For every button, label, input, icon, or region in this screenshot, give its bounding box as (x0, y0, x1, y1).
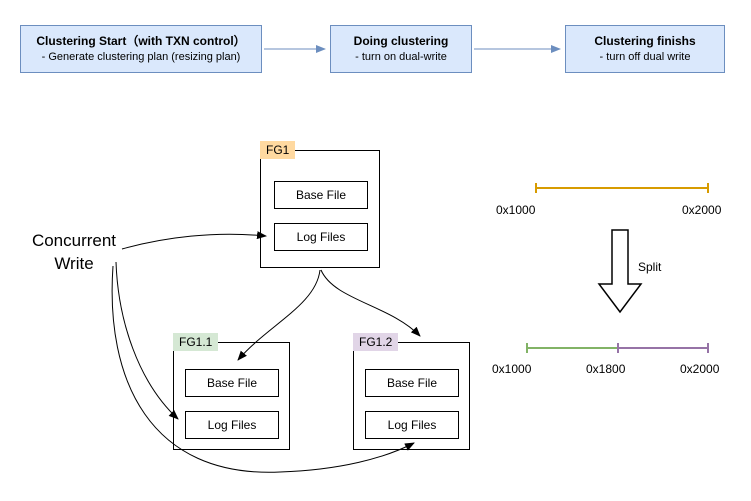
flow-step-title: Clustering Start（with TXN control） (36, 34, 246, 49)
fg1-label: FG1 (260, 141, 296, 159)
range-top-start-label: 0x1000 (496, 203, 536, 217)
range-line-top (535, 183, 709, 193)
flow-step-clustering-start: Clustering Start（with TXN control） - Gen… (20, 25, 262, 73)
split-label: Split (638, 260, 662, 274)
flow-step-subtitle: - Generate clustering plan (resizing pla… (41, 50, 241, 63)
concurrent-write-label: Concurrent Write (18, 230, 130, 276)
arrow-fg1-to-fg1-2 (320, 269, 421, 337)
concurrent-write-line2: Write (54, 253, 94, 273)
fg1-1-log-files-box: Log Files (185, 411, 279, 439)
flow-step-subtitle: - turn off dual write (599, 50, 691, 63)
flow-step-clustering-finishes: Clustering finishs - turn off dual write (565, 25, 725, 73)
range-line-bottom-purple (617, 343, 709, 353)
fg1-2-label: FG1.2 (353, 333, 399, 351)
fg1-2-base-file-box: Base File (365, 369, 459, 397)
range-bottom-start-label: 0x1000 (492, 362, 532, 376)
concurrent-write-line1: Concurrent (31, 231, 117, 250)
arrow-to-fg1-1-log-files (115, 261, 179, 420)
fg1-1-base-file-box: Base File (185, 369, 279, 397)
range-top-end-label: 0x2000 (682, 203, 722, 217)
range-bottom-end-label: 0x2000 (680, 362, 720, 376)
flow-step-doing-clustering: Doing clustering - turn on dual-write (330, 25, 472, 73)
file-group-fg1-1: FG1.1 Base File Log Files (173, 333, 290, 450)
split-block-arrow-icon (597, 229, 643, 314)
arrow-to-fg1-log-files (121, 231, 267, 250)
fg1-2-log-files-box: Log Files (365, 411, 459, 439)
flow-step-title: Doing clustering (353, 34, 449, 49)
fg1-base-file-box: Base File (274, 181, 368, 209)
file-group-fg1: FG1 Base File Log Files (260, 141, 380, 268)
flow-step-title: Clustering finishs (594, 34, 696, 49)
fg1-1-label: FG1.1 (173, 333, 219, 351)
fg1-log-files-box: Log Files (274, 223, 368, 251)
flow-step-subtitle: - turn on dual-write (355, 50, 447, 63)
range-line-bottom-green (526, 343, 618, 353)
file-group-fg1-2: FG1.2 Base File Log Files (353, 333, 470, 450)
range-bottom-mid-label: 0x1800 (586, 362, 626, 376)
